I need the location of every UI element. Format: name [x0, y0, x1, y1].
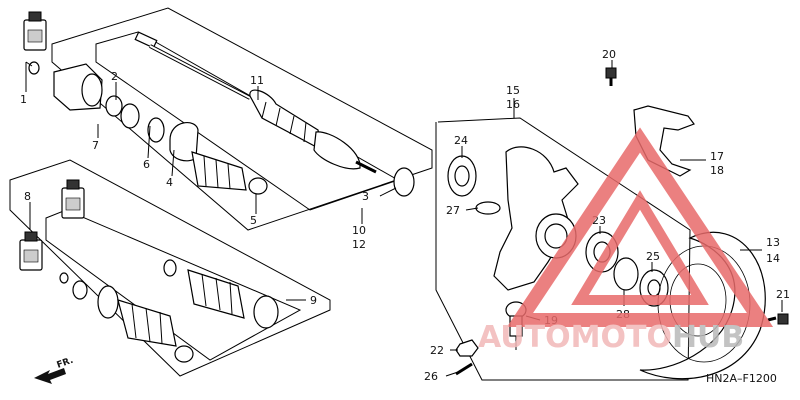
- ring-lower-outer: [253, 295, 279, 329]
- callout-8: 8: [24, 190, 31, 203]
- callout-17: 17: [710, 150, 724, 163]
- watermark-triangle-inner: [571, 190, 709, 305]
- grease-bottle-mid: [61, 179, 85, 219]
- callout-24: 24: [454, 134, 468, 147]
- svg-text:FR.: FR.: [56, 356, 75, 371]
- ring-lower-b: [72, 280, 88, 300]
- circlip-6: [147, 117, 165, 143]
- nut-22: [455, 339, 479, 357]
- callout-20: 20: [602, 48, 616, 61]
- ring-28: [613, 257, 639, 291]
- callout-5: 5: [250, 214, 257, 227]
- snap-ring-3: [393, 167, 415, 197]
- bolt-20: [605, 67, 617, 86]
- grease-bottle-lower: [19, 231, 43, 271]
- watermark-text-a: AUTOMOTO: [478, 320, 672, 355]
- callout-6: 6: [143, 158, 150, 171]
- callout-2: 2: [111, 70, 118, 83]
- bolt-21: [767, 313, 789, 325]
- grease-bottle-upper: [23, 11, 47, 51]
- boot-band-5: [248, 177, 268, 195]
- callout-18: 18: [710, 164, 724, 177]
- callout-13: 13: [766, 236, 780, 249]
- inner-race-2: [105, 95, 123, 117]
- ring-lower-c: [97, 285, 119, 319]
- band-lower-top: [163, 259, 177, 277]
- callout-25: 25: [646, 250, 660, 263]
- callout-15: 15: [506, 84, 520, 97]
- knuckle-15-16: [493, 146, 579, 291]
- callout-4: 4: [166, 176, 173, 189]
- boot-lower-outer: [187, 269, 245, 319]
- callout-16: 16: [506, 98, 520, 111]
- callout-27: 27: [446, 204, 460, 217]
- watermark: AUTOMOTOHUB: [478, 127, 774, 355]
- callout-7: 7: [92, 139, 99, 152]
- callout-9: 9: [310, 294, 317, 307]
- diagram-code: HN2A–F1200: [706, 372, 777, 385]
- watermark-text-b: HUB: [672, 320, 744, 355]
- clip-lower-a: [59, 272, 69, 284]
- callout-11: 11: [250, 74, 264, 87]
- watermark-text: AUTOMOTOHUB: [478, 320, 744, 355]
- front-direction-arrow: FR.: [34, 356, 75, 384]
- driveshaft-11: [134, 31, 377, 174]
- lower-driveshaft-frame: [9, 159, 331, 377]
- boot-band-lower: [174, 345, 194, 363]
- callout-12: 12: [352, 238, 366, 251]
- callout-21: 21: [776, 288, 790, 301]
- snap-ring-27: [475, 201, 501, 215]
- boot-upper: [191, 151, 247, 191]
- callout-26: 26: [424, 370, 438, 383]
- upper-driveshaft-frame: [51, 7, 433, 231]
- inner-frame-upper: [95, 31, 400, 211]
- boot-lower-inner: [117, 299, 177, 347]
- callout-1: 1: [20, 93, 27, 106]
- callout-10: 10: [352, 224, 366, 237]
- snap-ring-1: [28, 61, 40, 75]
- callout-14: 14: [766, 252, 780, 265]
- outboard-joint-housing: [53, 63, 103, 111]
- callout-22: 22: [430, 344, 444, 357]
- knuckle-frame: [435, 117, 691, 381]
- cotter-pin-26: [455, 362, 473, 376]
- bearing-cage: [120, 103, 140, 129]
- callout-3: 3: [362, 190, 369, 203]
- watermark-triangle-outer: [506, 127, 774, 327]
